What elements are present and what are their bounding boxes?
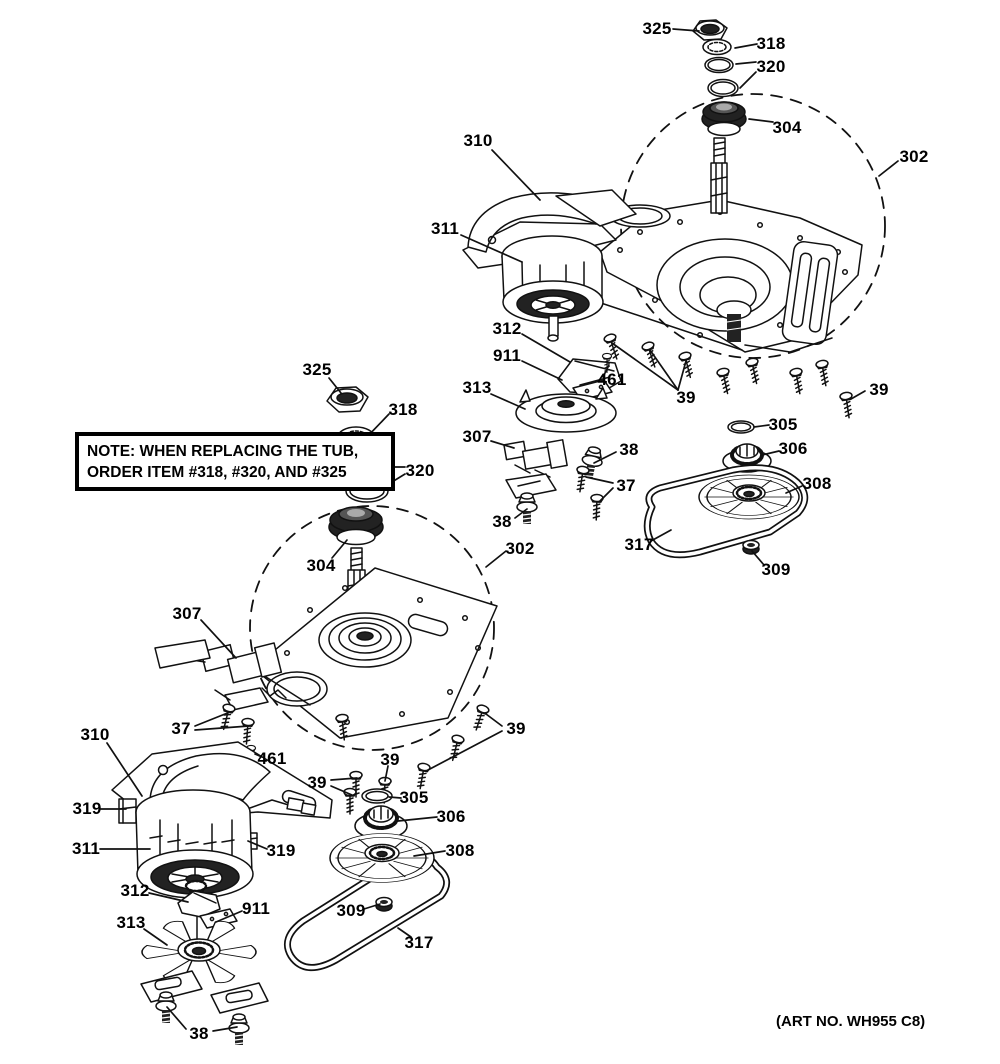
part-label-317: 317 xyxy=(404,933,434,952)
part-label-39: 39 xyxy=(307,773,327,792)
upper-motor-311 xyxy=(501,235,604,342)
upper-pulley-308 xyxy=(698,474,800,520)
part-label-461: 461 xyxy=(257,749,287,768)
screw-37 xyxy=(573,464,591,494)
part-label-307: 307 xyxy=(172,604,202,623)
middle-pulley-308 xyxy=(329,833,435,883)
part-label-309: 309 xyxy=(336,901,366,920)
seal-rings-320 xyxy=(704,56,739,98)
part-label-318: 318 xyxy=(756,34,786,53)
bearing-cap-304 xyxy=(701,101,747,137)
part-label-37: 37 xyxy=(171,719,191,738)
part-label-38: 38 xyxy=(189,1024,209,1043)
note-line-1: NOTE: WHEN REPLACING THE TUB, xyxy=(87,443,359,460)
upper-mount-plate-38 xyxy=(505,473,557,499)
middle-transmission-plate xyxy=(252,567,498,739)
lower-shifter-plate-911 xyxy=(199,908,238,929)
screw-37 xyxy=(589,493,604,521)
upper-shift-solenoid-307 xyxy=(503,439,568,478)
bolt-38 xyxy=(155,991,177,1024)
part-label-313: 313 xyxy=(116,913,146,932)
part-label-325: 325 xyxy=(302,360,332,379)
bearing-cap-304 xyxy=(328,506,384,546)
part-label-304: 304 xyxy=(306,556,336,575)
upper-transmission-plate xyxy=(591,199,863,353)
fan-mount-foot-left xyxy=(140,970,203,1003)
part-label-311: 311 xyxy=(71,839,101,858)
part-label-39: 39 xyxy=(676,388,696,407)
middle-exploded-assembly xyxy=(154,386,498,971)
part-label-911: 911 xyxy=(241,899,271,918)
screw-37 xyxy=(239,717,255,746)
part-label-310: 310 xyxy=(80,725,110,744)
part-label-310: 310 xyxy=(463,131,493,150)
part-label-39: 39 xyxy=(869,380,889,399)
part-label-37: 37 xyxy=(616,476,636,495)
part-label-325: 325 xyxy=(642,19,672,38)
part-label-312: 312 xyxy=(120,881,150,900)
leader-lines xyxy=(99,28,899,1032)
note-line-2: ORDER ITEM #318, #320, AND #325 xyxy=(87,464,347,481)
part-label-308: 308 xyxy=(445,841,475,860)
upper-suspension-bracket xyxy=(591,240,839,353)
upper-clutch-313 xyxy=(515,387,617,433)
part-label-317: 317 xyxy=(624,535,654,554)
part-label-320: 320 xyxy=(756,57,786,76)
part-label-318: 318 xyxy=(388,400,418,419)
replacement-note-box: NOTE: WHEN REPLACING THE TUB, ORDER ITEM… xyxy=(75,432,395,491)
part-label-304: 304 xyxy=(772,118,802,137)
part-label-312: 312 xyxy=(492,319,522,338)
fan-mount-foot-right xyxy=(210,982,269,1014)
part-label-320: 320 xyxy=(405,461,435,480)
upper-exploded-assembly xyxy=(462,19,886,559)
part-label-306: 306 xyxy=(436,807,466,826)
middle-shift-solenoid-307 xyxy=(154,639,287,711)
part-label-305: 305 xyxy=(768,415,798,434)
upper-pulley-nut-309 xyxy=(742,539,760,555)
part-label-38: 38 xyxy=(492,512,512,531)
middle-slip-ring-305 xyxy=(361,788,393,804)
part-label-311: 311 xyxy=(430,219,460,238)
middle-drive-gear-306 xyxy=(354,805,408,840)
part-label-39: 39 xyxy=(506,719,526,738)
part-label-306: 306 xyxy=(778,439,808,458)
part-label-319: 319 xyxy=(72,799,102,818)
part-label-911: 911 xyxy=(492,346,522,365)
part-label-309: 309 xyxy=(761,560,791,579)
art-number: (ART NO. WH955 C8) xyxy=(776,1013,926,1030)
part-label-302: 302 xyxy=(899,147,929,166)
bolt-38 xyxy=(228,1013,250,1046)
upper-drive-shaft xyxy=(710,137,728,214)
washer-318 xyxy=(702,38,732,56)
lower-fan-313 xyxy=(141,920,257,984)
lower-motor-assembly xyxy=(111,741,333,1046)
part-label-39: 39 xyxy=(380,750,400,769)
hub-nut-325 xyxy=(326,386,369,413)
upper-parts-stack xyxy=(692,19,747,214)
part-label-305: 305 xyxy=(399,788,429,807)
hub-nut-325 xyxy=(692,19,728,41)
motor-clip-319-left xyxy=(118,798,137,824)
part-label-308: 308 xyxy=(802,474,832,493)
upper-slip-ring-305 xyxy=(727,420,755,434)
part-label-313: 313 xyxy=(462,378,492,397)
part-label-461: 461 xyxy=(597,370,627,389)
middle-dashed-boundary-302 xyxy=(249,505,495,751)
part-label-38: 38 xyxy=(619,440,639,459)
upper-motor-assembly xyxy=(462,189,637,342)
lower-mode-shifter-312 xyxy=(177,890,221,918)
part-label-302: 302 xyxy=(505,539,535,558)
part-label-307: 307 xyxy=(462,427,492,446)
part-label-319: 319 xyxy=(266,841,296,860)
